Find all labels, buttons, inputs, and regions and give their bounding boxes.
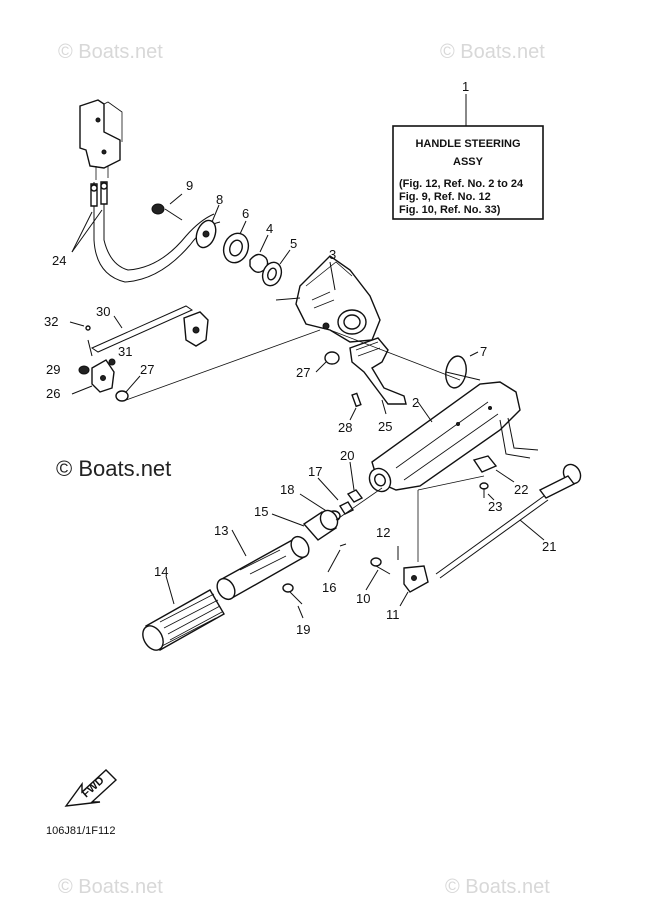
part-9-bolt: 9 — [151, 178, 193, 221]
part-24-bracket-cables: 24 — [52, 99, 221, 283]
watermark-bottom-left: © Boats.net — [58, 876, 163, 898]
part-27-bushing-right: 27 — [296, 351, 340, 380]
watermark-bottom-right: © Boats.net — [445, 876, 550, 898]
part-29-nut: 29 — [46, 362, 90, 377]
callout-22: 22 — [514, 482, 528, 497]
part-6-collar: 6 — [222, 206, 249, 264]
part-8-plate: 8 — [195, 192, 223, 249]
part-19-screw: 19 — [282, 583, 310, 637]
part-30-link-rod: 30 — [87, 304, 209, 357]
callout-24: 24 — [52, 253, 66, 268]
part-22-plate: 22 — [472, 455, 528, 497]
callout-4: 4 — [266, 221, 273, 236]
callout-9: 9 — [186, 178, 193, 193]
leader-link-to-bracket — [125, 329, 321, 401]
callout-27b: 27 — [296, 365, 310, 380]
callout-11: 11 — [386, 607, 400, 622]
part-25-arm: 25 — [349, 337, 407, 434]
callout-12: 12 — [376, 525, 390, 540]
callout-27a: 27 — [140, 362, 154, 377]
callout-18: 18 — [280, 482, 294, 497]
part-14-grip: 14 — [142, 564, 225, 651]
callout-31: 31 — [118, 344, 132, 359]
info-box: HANDLE STEERING ASSY (Fig. 12, Ref. No. … — [392, 79, 544, 220]
part-20-spring: 20 — [340, 448, 364, 503]
callout-14: 14 — [154, 564, 168, 579]
leader-handle-to-plate — [417, 475, 485, 491]
part-11-clamp: 11 — [386, 565, 429, 622]
callout-19: 19 — [296, 622, 310, 637]
part-12-pin: 12 — [376, 525, 399, 560]
part-13-throttle-shaft: 13 — [214, 523, 310, 601]
callout-1: 1 — [462, 79, 469, 94]
part-26-lever: 26 — [46, 359, 115, 401]
part-23-screw: 23 — [479, 482, 502, 514]
info-box-title-2: ASSY — [453, 156, 484, 168]
leader-bracket-to-disc — [329, 329, 461, 381]
drawing-code: 106J81/1F112 — [46, 825, 116, 837]
part-15-sleeve: 15 — [254, 504, 339, 541]
part-3-steering-bracket: 3 — [275, 247, 381, 343]
watermark-top-right: © Boats.net — [440, 41, 545, 63]
callout-13: 13 — [214, 523, 228, 538]
part-32-pin: 32 — [44, 314, 91, 331]
callout-29: 29 — [46, 362, 60, 377]
part-31-clip: 31 — [108, 344, 132, 366]
callout-8: 8 — [216, 192, 223, 207]
fwd-arrow-icon: FWD — [64, 769, 118, 807]
callout-26: 26 — [46, 386, 60, 401]
info-box-ref-1: (Fig. 12, Ref. No. 2 to 24 — [399, 178, 524, 190]
leader-sleeve-to-handle — [335, 487, 383, 521]
part-10-screw: 10 — [356, 557, 391, 606]
part-5-washer: 5 — [261, 236, 297, 287]
part-21-rod: 21 — [435, 463, 582, 579]
watermark-top-left: © Boats.net — [58, 41, 163, 63]
callout-20: 20 — [340, 448, 354, 463]
part-27-bushing-left: 27 — [115, 362, 154, 402]
part-2-steering-handle: 2 — [368, 381, 539, 493]
info-box-ref-3: Fig. 10, Ref. No. 33) — [399, 204, 501, 216]
callout-30: 30 — [96, 304, 110, 319]
callout-21: 21 — [542, 539, 556, 554]
callout-17: 17 — [308, 464, 322, 479]
callout-10: 10 — [356, 591, 370, 606]
callout-28: 28 — [338, 420, 352, 435]
info-box-ref-2: Fig. 9, Ref. No. 12 — [399, 191, 491, 203]
info-box-title-1: HANDLE STEERING — [415, 138, 520, 150]
callout-32: 32 — [44, 314, 58, 329]
callout-23: 23 — [488, 499, 502, 514]
part-4-clip: 4 — [249, 221, 273, 273]
callout-5: 5 — [290, 236, 297, 251]
callout-6: 6 — [242, 206, 249, 221]
part-7-disc: 7 — [445, 344, 487, 389]
watermark-main: © Boats.net — [56, 456, 171, 481]
callout-16: 16 — [322, 580, 336, 595]
callout-3: 3 — [329, 247, 336, 262]
callout-7: 7 — [480, 344, 487, 359]
callout-25: 25 — [378, 419, 392, 434]
callout-15: 15 — [254, 504, 268, 519]
part-16-pin: 16 — [322, 543, 347, 595]
part-17-spring: 17 — [308, 464, 355, 515]
callout-2: 2 — [412, 395, 419, 410]
part-28-pin: 28 — [338, 392, 362, 435]
